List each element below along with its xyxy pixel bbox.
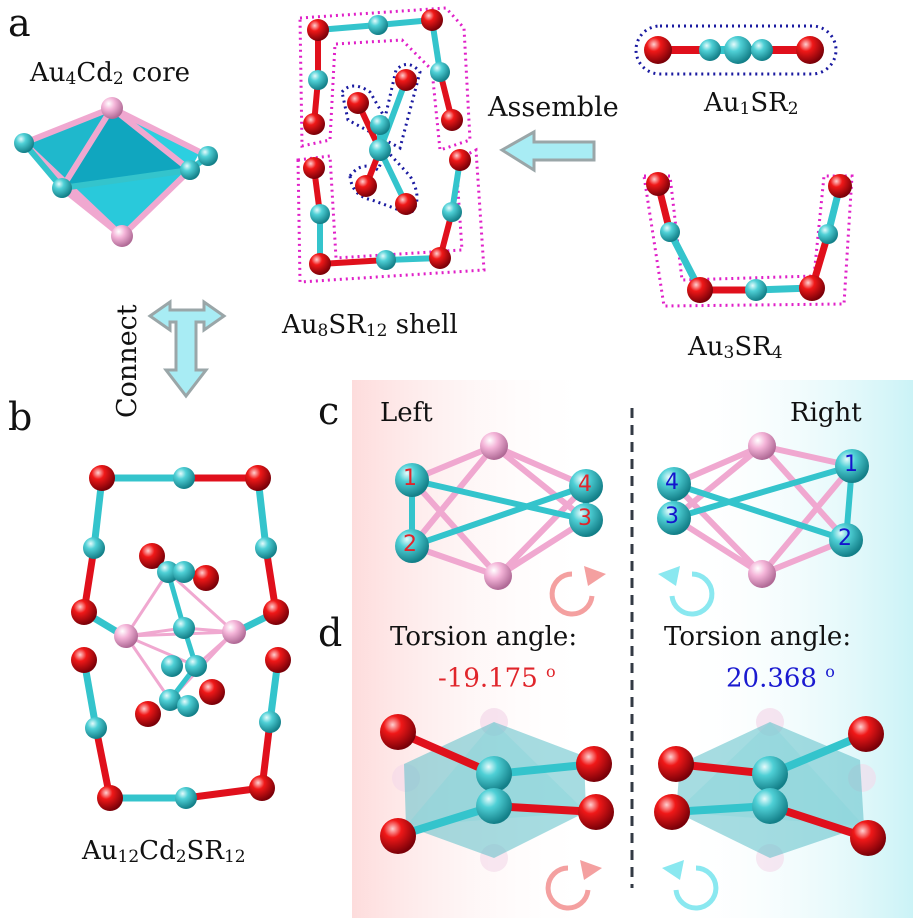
left-rotation-arrow bbox=[549, 566, 606, 617]
shell-structure bbox=[296, 6, 486, 284]
panel-label-d: d bbox=[318, 611, 343, 655]
shell-caption: Au8SR12 shell bbox=[282, 310, 458, 341]
right-torsion-arrow bbox=[662, 860, 719, 911]
left-atom-number-4: 4 bbox=[578, 472, 592, 497]
au1sr2-caption: Au1SR2 bbox=[704, 88, 799, 119]
right-atom-number-4: 4 bbox=[665, 470, 679, 495]
full-cluster bbox=[71, 465, 291, 811]
left-torsion-title: Torsion angle: bbox=[390, 622, 578, 652]
right-torsion-value: 20.368 o bbox=[726, 662, 835, 694]
panel-label-b: b bbox=[8, 395, 33, 439]
panel-label-a: a bbox=[8, 1, 31, 45]
right-atom-number-2: 2 bbox=[838, 526, 852, 551]
left-core bbox=[395, 432, 603, 590]
connect-label: Connect bbox=[112, 304, 143, 418]
au1sr2-motif bbox=[634, 24, 838, 76]
right-rotation-arrow bbox=[658, 566, 715, 617]
au3sr4-motif bbox=[642, 172, 854, 308]
left-torsion-value: -19.175 o bbox=[438, 662, 556, 694]
connect-arrow bbox=[147, 299, 227, 399]
right-atom-number-1: 1 bbox=[844, 452, 858, 477]
left-atom-number-3: 3 bbox=[578, 506, 592, 531]
assemble-arrow bbox=[499, 129, 596, 173]
au3sr4-caption: Au3SR4 bbox=[688, 332, 783, 363]
left-atom-number-1: 1 bbox=[403, 466, 417, 491]
right-torsion-model bbox=[654, 708, 886, 872]
right-atom-number-3: 3 bbox=[665, 504, 679, 529]
left-torsion-model bbox=[380, 708, 614, 872]
left-torsion-arrow bbox=[545, 860, 602, 911]
full-cluster-caption: Au12Cd2SR12 bbox=[82, 836, 246, 867]
panel-label-c: c bbox=[318, 389, 340, 433]
left-label: Left bbox=[380, 398, 433, 428]
core-caption: Au4Cd2 core bbox=[30, 58, 191, 89]
core-octahedron bbox=[14, 97, 218, 247]
right-core bbox=[657, 432, 869, 588]
right-label: Right bbox=[790, 398, 862, 428]
assemble-label: Assemble bbox=[488, 92, 619, 123]
right-torsion-title: Torsion angle: bbox=[664, 622, 852, 652]
left-atom-number-2: 2 bbox=[403, 532, 417, 557]
